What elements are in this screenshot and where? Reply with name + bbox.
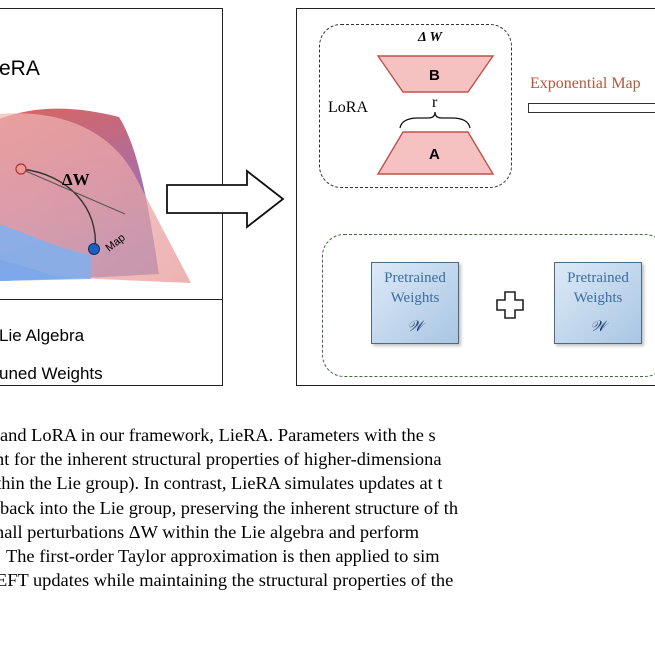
lora-module-box (319, 24, 512, 188)
end-point (88, 243, 100, 255)
rank-label: r (432, 94, 438, 111)
legend-item-lie-algebra: Lie Algebra (0, 326, 85, 345)
geodesic-curve (20, 168, 97, 250)
exponential-map-bar (528, 103, 655, 113)
matrix-a-shape (376, 131, 495, 175)
card-title: Pretrained Weights (384, 270, 446, 306)
divider (0, 299, 222, 300)
delta-w-symbol: ΔW (62, 170, 90, 189)
liera-method-panel (296, 8, 655, 386)
delta-w-label: Δ W (418, 30, 442, 45)
matrix-b-shape (376, 55, 495, 93)
weight-symbol: 𝒲 (590, 319, 606, 335)
pretrained-weights-box (322, 234, 655, 377)
exponential-map-label: Exponential Map (530, 75, 641, 92)
caption-line: EFT updates while maintaining the struct… (0, 570, 454, 591)
legend-item-finetuned-weights: uned Weights (0, 364, 103, 383)
matrix-b-label: B (429, 67, 440, 84)
panel-title: eRA (0, 57, 40, 80)
caption-line: and LoRA in our framework, LieRA. Parame… (0, 425, 436, 445)
plus-icon (496, 291, 524, 319)
lie-surface-illustration: ΔW Map (0, 108, 191, 283)
surface-shading (0, 224, 91, 281)
weight-symbol: 𝒲 (407, 319, 423, 335)
caption-line: nall perturbations ΔW within the Lie alg… (0, 521, 420, 542)
caption-line: nt for the inherent structural propertie… (0, 449, 442, 470)
caption-line: The first-order Taylor approximation is … (6, 546, 440, 567)
caption-line: ithin the Lie group). In contrast, LieRA… (0, 473, 443, 494)
caption-line: back into the Lie group, preserving the … (0, 497, 459, 518)
start-point (15, 163, 27, 175)
lie-surface-panel: ΔW Map eRA Lie Algebra uned Weights (0, 8, 223, 386)
right-arrow-icon (166, 169, 285, 229)
pretrained-weights-card: Pretrained Weights 𝒲 (554, 262, 642, 344)
figure-caption: and LoRA in our framework, LieRA. Parame… (0, 423, 655, 592)
rank-brace (399, 111, 471, 129)
lora-matrices-diagram (376, 55, 495, 175)
pretrained-weights-card: Pretrained Weights 𝒲 (371, 262, 459, 344)
tangent-line (20, 168, 126, 215)
matrix-a-label: A (429, 146, 440, 163)
lie-algebra-plane (0, 113, 191, 283)
lora-label: LoRA (328, 99, 368, 116)
card-title: Pretrained Weights (567, 270, 629, 306)
